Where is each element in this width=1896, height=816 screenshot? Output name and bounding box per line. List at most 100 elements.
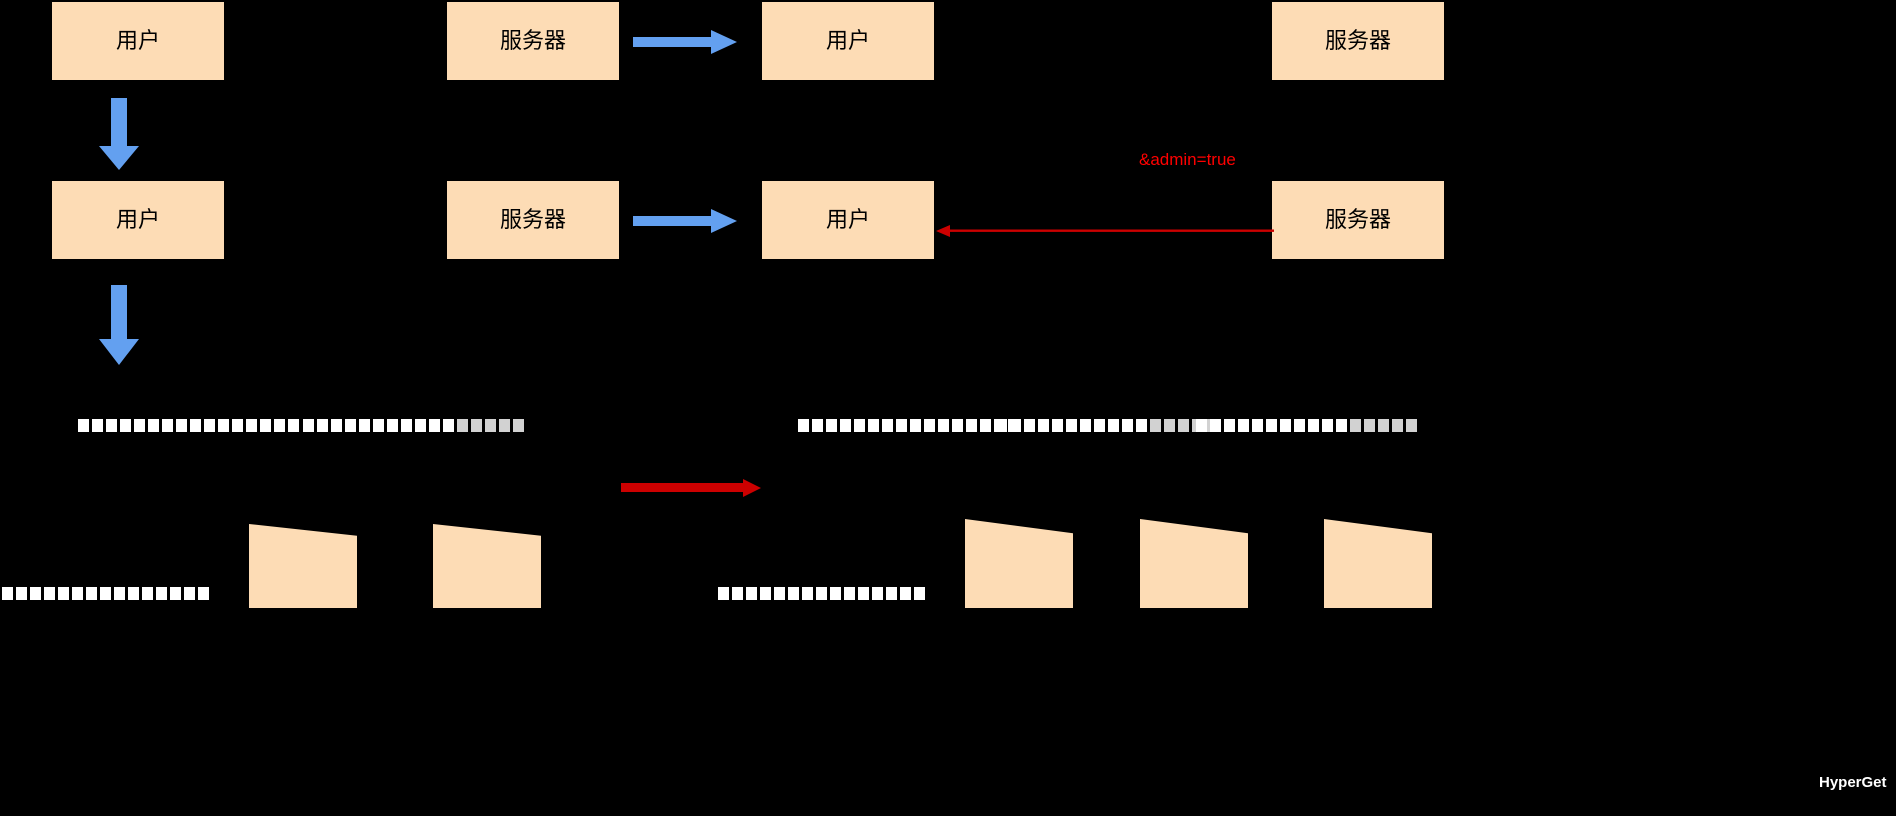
redact-block <box>826 418 837 432</box>
redact-block <box>858 586 869 600</box>
node-server-r2-a[interactable]: 服务器 <box>447 181 619 259</box>
redact-block <box>184 586 195 600</box>
redact-block <box>415 418 426 432</box>
redact-block <box>980 418 991 432</box>
redact-block <box>128 586 139 600</box>
redact-block <box>1080 418 1091 432</box>
redact-block <box>1238 418 1249 432</box>
node-server-r1-a[interactable]: 服务器 <box>447 2 619 80</box>
redact-block <box>1178 418 1189 432</box>
redact-block <box>513 418 524 432</box>
node-user-r1-b[interactable]: 用户 <box>762 2 934 80</box>
redact-block <box>373 418 384 432</box>
redact-block <box>1136 418 1147 432</box>
shape-trapezoid-5[interactable] <box>1324 519 1432 608</box>
redact-block <box>1266 418 1277 432</box>
redacted-text-run <box>2 586 209 600</box>
redact-block <box>471 418 482 432</box>
redact-block <box>86 586 97 600</box>
redact-block <box>798 418 809 432</box>
redact-block <box>120 418 131 432</box>
redact-block <box>1224 418 1235 432</box>
shape-trapezoid-1[interactable] <box>249 524 357 608</box>
redact-block <box>844 586 855 600</box>
node-label: 用户 <box>115 207 160 232</box>
redact-block <box>1308 418 1319 432</box>
redact-block <box>30 586 41 600</box>
redact-block <box>429 418 440 432</box>
redact-block <box>1038 418 1049 432</box>
redact-block <box>938 418 949 432</box>
redact-block <box>170 586 181 600</box>
redact-block <box>106 418 117 432</box>
node-label: 用户 <box>825 207 870 232</box>
redacted-text-run <box>798 418 1019 432</box>
redact-block <box>1210 418 1221 432</box>
redact-block <box>232 418 243 432</box>
node-user-r1-a[interactable]: 用户 <box>52 2 224 80</box>
redact-block <box>1052 418 1063 432</box>
redact-block <box>900 586 911 600</box>
redact-block <box>148 418 159 432</box>
redact-block <box>1094 418 1105 432</box>
redact-block <box>190 418 201 432</box>
redact-block <box>1322 418 1333 432</box>
node-server-r1-b[interactable]: 服务器 <box>1272 2 1444 80</box>
redact-block <box>760 586 771 600</box>
redact-block <box>401 418 412 432</box>
redact-block <box>1164 418 1175 432</box>
redact-block <box>16 586 27 600</box>
blue-arrow-down-icon <box>99 98 139 170</box>
redact-block <box>2 586 13 600</box>
redact-block <box>1252 418 1263 432</box>
redact-block <box>457 418 468 432</box>
shape-trapezoid-2[interactable] <box>433 524 541 608</box>
node-user-r2-b[interactable]: 用户 <box>762 181 934 259</box>
redact-block <box>732 586 743 600</box>
redact-block <box>176 418 187 432</box>
redact-block <box>134 418 145 432</box>
redacted-text-run <box>78 418 299 432</box>
redact-block <box>882 418 893 432</box>
redact-block <box>746 586 757 600</box>
redact-block <box>816 586 827 600</box>
redact-block <box>162 418 173 432</box>
shape-trapezoid-3[interactable] <box>965 519 1073 608</box>
redact-block <box>996 418 1007 432</box>
node-label: 用户 <box>825 28 870 53</box>
node-user-r2-a[interactable]: 用户 <box>52 181 224 259</box>
redact-block <box>1122 418 1133 432</box>
redact-block <box>303 418 314 432</box>
redact-block <box>872 586 883 600</box>
redact-block <box>886 586 897 600</box>
redact-block <box>345 418 356 432</box>
shape-trapezoid-4[interactable] <box>1140 519 1248 608</box>
redact-block <box>92 418 103 432</box>
blue-arrow-down-icon <box>99 285 139 365</box>
redact-block <box>204 418 215 432</box>
redact-block <box>78 418 89 432</box>
redact-block <box>1294 418 1305 432</box>
red-arrow-left-icon <box>936 224 1274 238</box>
redact-block <box>1406 418 1417 432</box>
node-label: 服务器 <box>1324 28 1391 53</box>
redact-block <box>914 586 925 600</box>
redact-block <box>1024 418 1035 432</box>
node-label: 服务器 <box>499 28 566 53</box>
redact-block <box>218 418 229 432</box>
node-server-r2-b[interactable]: 服务器 <box>1272 181 1444 259</box>
red-arrow-right-icon <box>621 478 761 498</box>
redact-block <box>1336 418 1347 432</box>
redacted-text-run <box>996 418 1217 432</box>
redact-block <box>317 418 328 432</box>
admin-param-label: &admin=true <box>1139 150 1236 169</box>
redact-block <box>1108 418 1119 432</box>
node-label: 用户 <box>115 28 160 53</box>
redacted-text-run <box>718 586 925 600</box>
redact-block <box>1378 418 1389 432</box>
redact-block <box>198 586 209 600</box>
redact-block <box>142 586 153 600</box>
redacted-text-run <box>1196 418 1417 432</box>
redact-block <box>924 418 935 432</box>
